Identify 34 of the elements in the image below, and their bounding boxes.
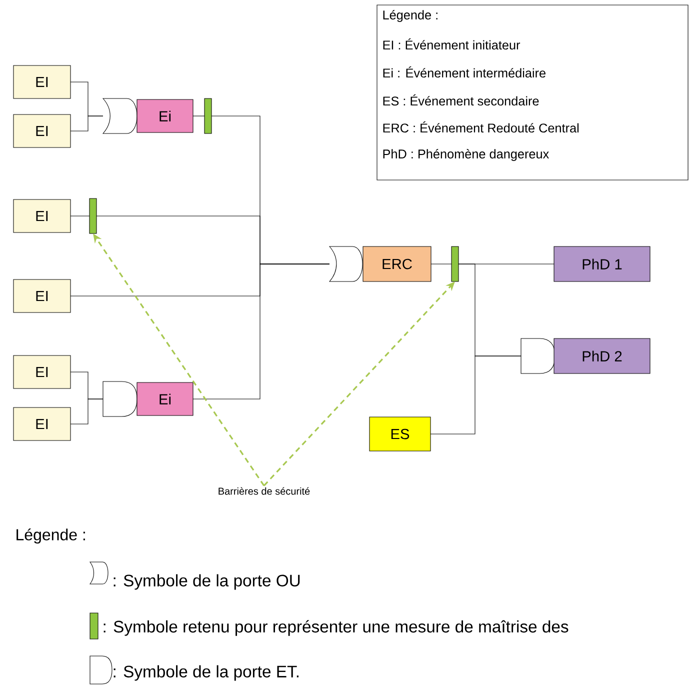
- barrier-bar: [451, 246, 459, 282]
- legend-text: ERC : Événement Redouté Central: [383, 121, 579, 133]
- event-box: EI: [13, 199, 71, 233]
- event-box: EI: [13, 65, 71, 99]
- barrier-bar: [89, 198, 97, 234]
- connector-line: [70, 116, 104, 132]
- event-box: PhD 2: [554, 338, 650, 374]
- event-box: EI: [13, 355, 71, 389]
- legend-text: ES : Événement secondaire: [383, 94, 539, 106]
- or-gate: [102, 98, 138, 134]
- event-box: ERC: [362, 246, 432, 282]
- event-box: Ei: [136, 99, 194, 133]
- event-box: ES: [369, 416, 431, 452]
- event-box: EI: [13, 407, 71, 441]
- and-gate: [102, 381, 138, 417]
- legend-text: PhD : Phénomène dangereux: [383, 149, 549, 161]
- connector-line: [70, 398, 104, 424]
- event-box: EI: [13, 279, 71, 313]
- legend-text: Ei : Événement intermédiaire: [383, 66, 546, 78]
- or-gate: [329, 246, 363, 282]
- connector-line: [192, 264, 330, 400]
- event-box: EI: [13, 114, 71, 148]
- barrier-bar: [204, 98, 212, 134]
- and-gate: [520, 338, 556, 374]
- event-box: PhD 1: [554, 246, 650, 282]
- barrier-note: Barrières de sécurité: [218, 487, 310, 495]
- legend-text: : Symbole retenu pour représenter une mesure de maîtrise des: [104, 620, 568, 636]
- connector-line: [430, 356, 522, 434]
- legend-text: EI : Événement initiateur: [383, 38, 520, 50]
- legend-text: : Symbole de la porte ET.: [114, 665, 298, 681]
- event-box: Ei: [136, 382, 194, 416]
- legend-text: : Symbole de la porte OU: [114, 574, 300, 590]
- legend-text: Légende :: [383, 10, 438, 22]
- legend-heading: Légende :: [16, 528, 85, 544]
